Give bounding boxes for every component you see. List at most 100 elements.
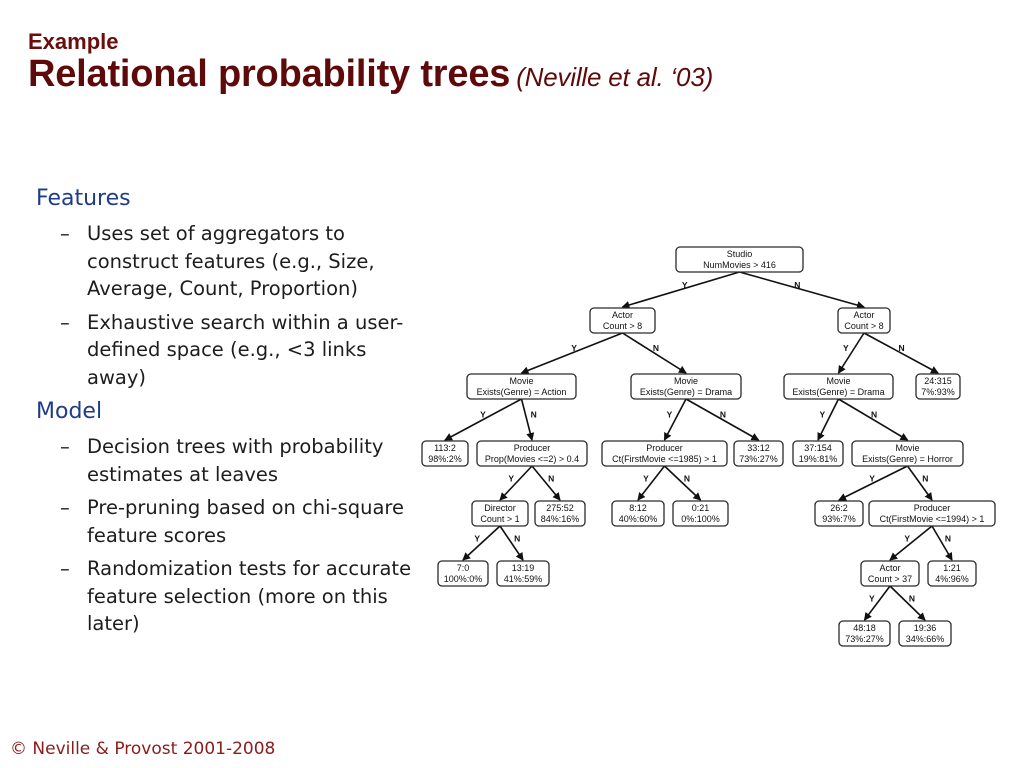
footer-copyright: © Neville & Provost 2001-2008 [10, 739, 276, 759]
node-label: 113:2 [434, 443, 456, 453]
features-item-text: Exhaustive search within a user-defined … [87, 310, 404, 389]
node-label: 275:52 [546, 503, 574, 513]
node-label: 93%:7% [822, 514, 856, 524]
features-heading: Features [36, 186, 131, 211]
node-label: Director [484, 503, 516, 513]
tree-node-leaf-0-21: 0:210%:100% [672, 500, 729, 527]
node-box [601, 440, 728, 467]
tree-edge [931, 525, 953, 561]
edge-label: N [909, 593, 915, 603]
edge-label: Y [480, 409, 486, 419]
node-box [534, 500, 586, 527]
node-box [672, 500, 729, 527]
tree-edge [817, 398, 840, 441]
bullet-dash: – [60, 310, 70, 334]
node-label: 7:0 [457, 563, 470, 573]
node-label: 1:21 [943, 563, 961, 573]
tree-edge [889, 525, 933, 561]
tree-edge [622, 332, 687, 374]
edge-label: Y [474, 533, 480, 543]
bullet-dash: – [60, 496, 70, 519]
node-label: 24:315 [924, 376, 952, 386]
model-item-text: Pre-pruning based on chi-square feature … [87, 496, 405, 547]
node-label: 41%:59% [504, 574, 543, 584]
node-label: 8:12 [629, 503, 647, 513]
node-label: 13:19 [512, 563, 535, 573]
node-box [630, 373, 742, 400]
edge-label: Y [904, 533, 910, 543]
tree-edge [444, 398, 522, 441]
model-item: –Pre-pruning based on chi-square feature… [36, 494, 426, 549]
tree-edge [462, 525, 501, 561]
model-item: –Decision trees with probability estimat… [36, 433, 426, 488]
bullet-dash: – [60, 222, 70, 245]
node-label: 0%:100% [681, 514, 720, 524]
features-item-text: Uses set of aggregators to construct fea… [87, 222, 375, 300]
node-box [860, 560, 920, 587]
slide-kicker: Example [28, 29, 119, 54]
node-label: Count > 8 [603, 321, 642, 331]
model-item: –Randomization tests for accurate featur… [36, 555, 426, 638]
node-box [927, 560, 977, 587]
bullet-dash: – [60, 557, 70, 580]
tree-edge [906, 465, 933, 501]
edge-label: N [871, 409, 877, 419]
node-label: Actor [853, 310, 874, 320]
node-box [437, 560, 489, 587]
edge-label: N [531, 409, 537, 419]
tree-edge [838, 465, 908, 501]
edge-label: Y [643, 473, 649, 483]
node-label: Movie [895, 443, 919, 453]
edge-label: Y [843, 343, 849, 353]
node-box [838, 620, 891, 647]
node-label: 26:2 [830, 503, 848, 513]
node-label: Count > 1 [480, 514, 519, 524]
node-box [476, 440, 588, 467]
node-box [792, 440, 844, 467]
edge-label: Y [508, 473, 514, 483]
edge-label: N [945, 533, 951, 543]
edge-label: N [514, 533, 520, 543]
bullet-dash: – [60, 435, 70, 458]
tree-edge [499, 525, 524, 561]
node-label: Studio [727, 249, 753, 259]
tree-edge [531, 465, 561, 501]
tree-edge [685, 398, 760, 441]
node-box [851, 440, 964, 467]
edge-label: Y [571, 343, 577, 353]
features-item: –Uses set of aggregators to construct fe… [36, 220, 426, 303]
node-box [675, 246, 804, 273]
node-label: Producer [914, 503, 951, 513]
node-label: Exists(Genre) = Action [477, 387, 567, 397]
tree-edge [499, 465, 533, 501]
node-label: 19:36 [914, 623, 937, 633]
tree-edge [863, 332, 939, 374]
tree-edge [663, 398, 687, 441]
node-label: 84%:16% [541, 514, 580, 524]
bullet-list: Features –Uses set of aggregators to con… [36, 184, 426, 644]
node-label: Movie [509, 376, 533, 386]
tree-edge [621, 271, 740, 309]
node-box [868, 500, 996, 527]
edge-label: N [720, 409, 726, 419]
edge-label: N [684, 473, 690, 483]
node-label: 4%:96% [935, 574, 969, 584]
node-label: 100%:0% [444, 574, 483, 584]
tree-edge [837, 332, 865, 374]
node-label: Actor [879, 563, 900, 573]
node-label: Producer [514, 443, 551, 453]
